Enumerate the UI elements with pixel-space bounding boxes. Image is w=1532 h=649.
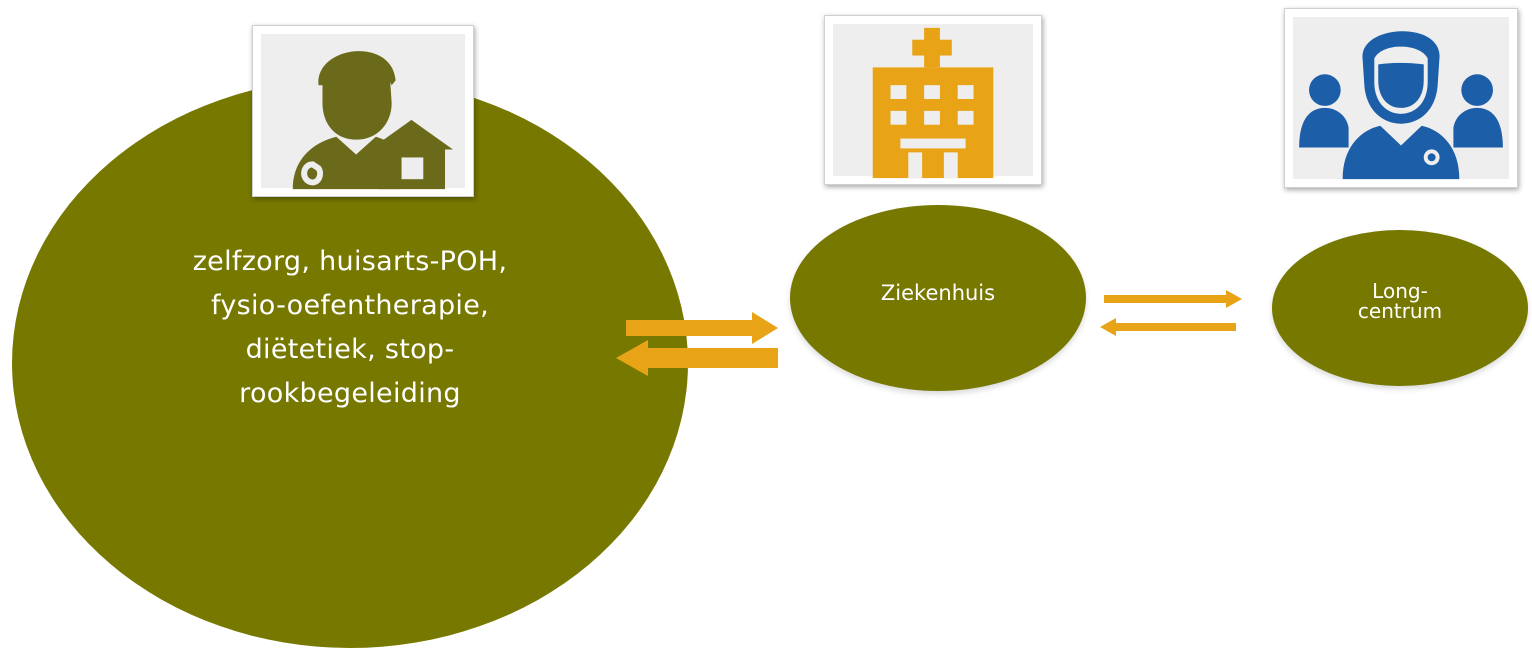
gp-icon-card bbox=[252, 25, 474, 197]
lung-center-circle: Long- centrum bbox=[1272, 230, 1528, 386]
hospital-label: Ziekenhuis bbox=[880, 281, 996, 305]
arrow-primary-to-hospital bbox=[626, 312, 778, 344]
hospital-icon-card bbox=[824, 15, 1042, 185]
arrow-lung-to-hospital bbox=[1100, 318, 1236, 336]
lung-center-label: Long- centrum bbox=[1357, 279, 1443, 323]
hospital-circle: Ziekenhuis bbox=[790, 205, 1086, 391]
lung-center-icon-card bbox=[1284, 8, 1518, 188]
hospital-building-icon bbox=[872, 27, 994, 179]
medical-team-icon bbox=[1299, 31, 1503, 180]
arrow-hospital-to-primary bbox=[616, 340, 778, 376]
doctor-with-house-icon bbox=[292, 51, 453, 190]
primary-care-label: zelfzorg, huisarts-POH, fysio-oefenthera… bbox=[192, 246, 508, 409]
arrow-hospital-to-lung bbox=[1104, 290, 1242, 308]
